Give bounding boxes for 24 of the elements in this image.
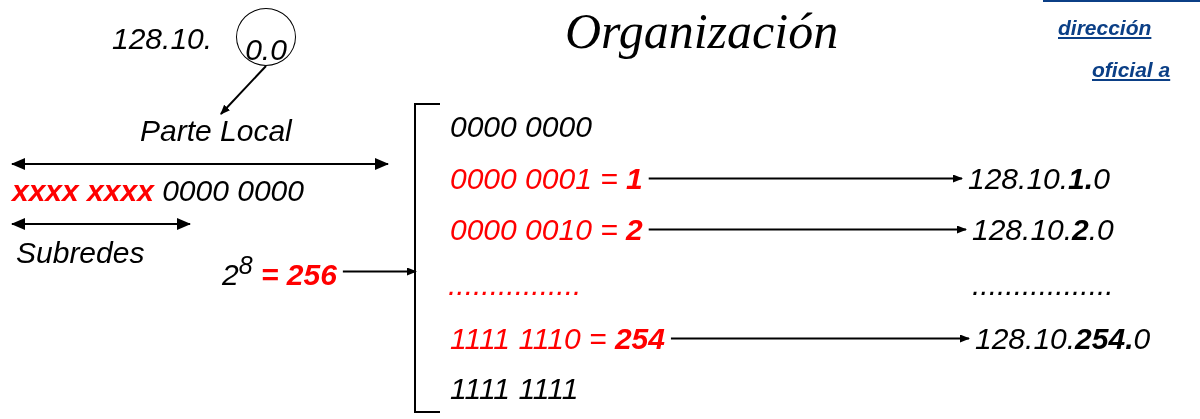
ip-address: 128.10.2.0 — [972, 213, 1114, 246]
section-label: Parte Local — [140, 114, 292, 147]
bit-pattern: xxxx xxxx 0000 0000 — [12, 174, 304, 207]
binary-row: 1111 1110 = 254 — [450, 322, 665, 355]
ellipsis-dots: ................ — [448, 268, 582, 301]
binary-row: 1111 1111 — [450, 372, 579, 405]
ellipsis-dots: ................. — [972, 268, 1114, 301]
section-label: Subredes — [16, 236, 145, 269]
ip-address: 128.10.254.0 — [975, 322, 1151, 355]
formula: 2$^{8}$ = 256 — [222, 252, 337, 291]
binary-row: 0000 0000 — [450, 110, 592, 143]
bracket — [414, 103, 440, 413]
arrow — [647, 174, 963, 183]
ip-address: 128.10.1.0 — [968, 162, 1110, 195]
arrow — [219, 65, 267, 115]
arrow — [669, 334, 970, 343]
arrow — [341, 267, 417, 276]
link-text: dirección — [1058, 16, 1152, 40]
binary-row: 0000 0010 = 2 — [450, 213, 643, 246]
title: Organización — [565, 2, 839, 60]
link-text: oficial a — [1092, 58, 1171, 82]
ip-prefix: 128.10. — [112, 22, 213, 55]
arrow — [647, 225, 967, 234]
binary-row: 0000 0001 = 1 — [450, 162, 643, 195]
